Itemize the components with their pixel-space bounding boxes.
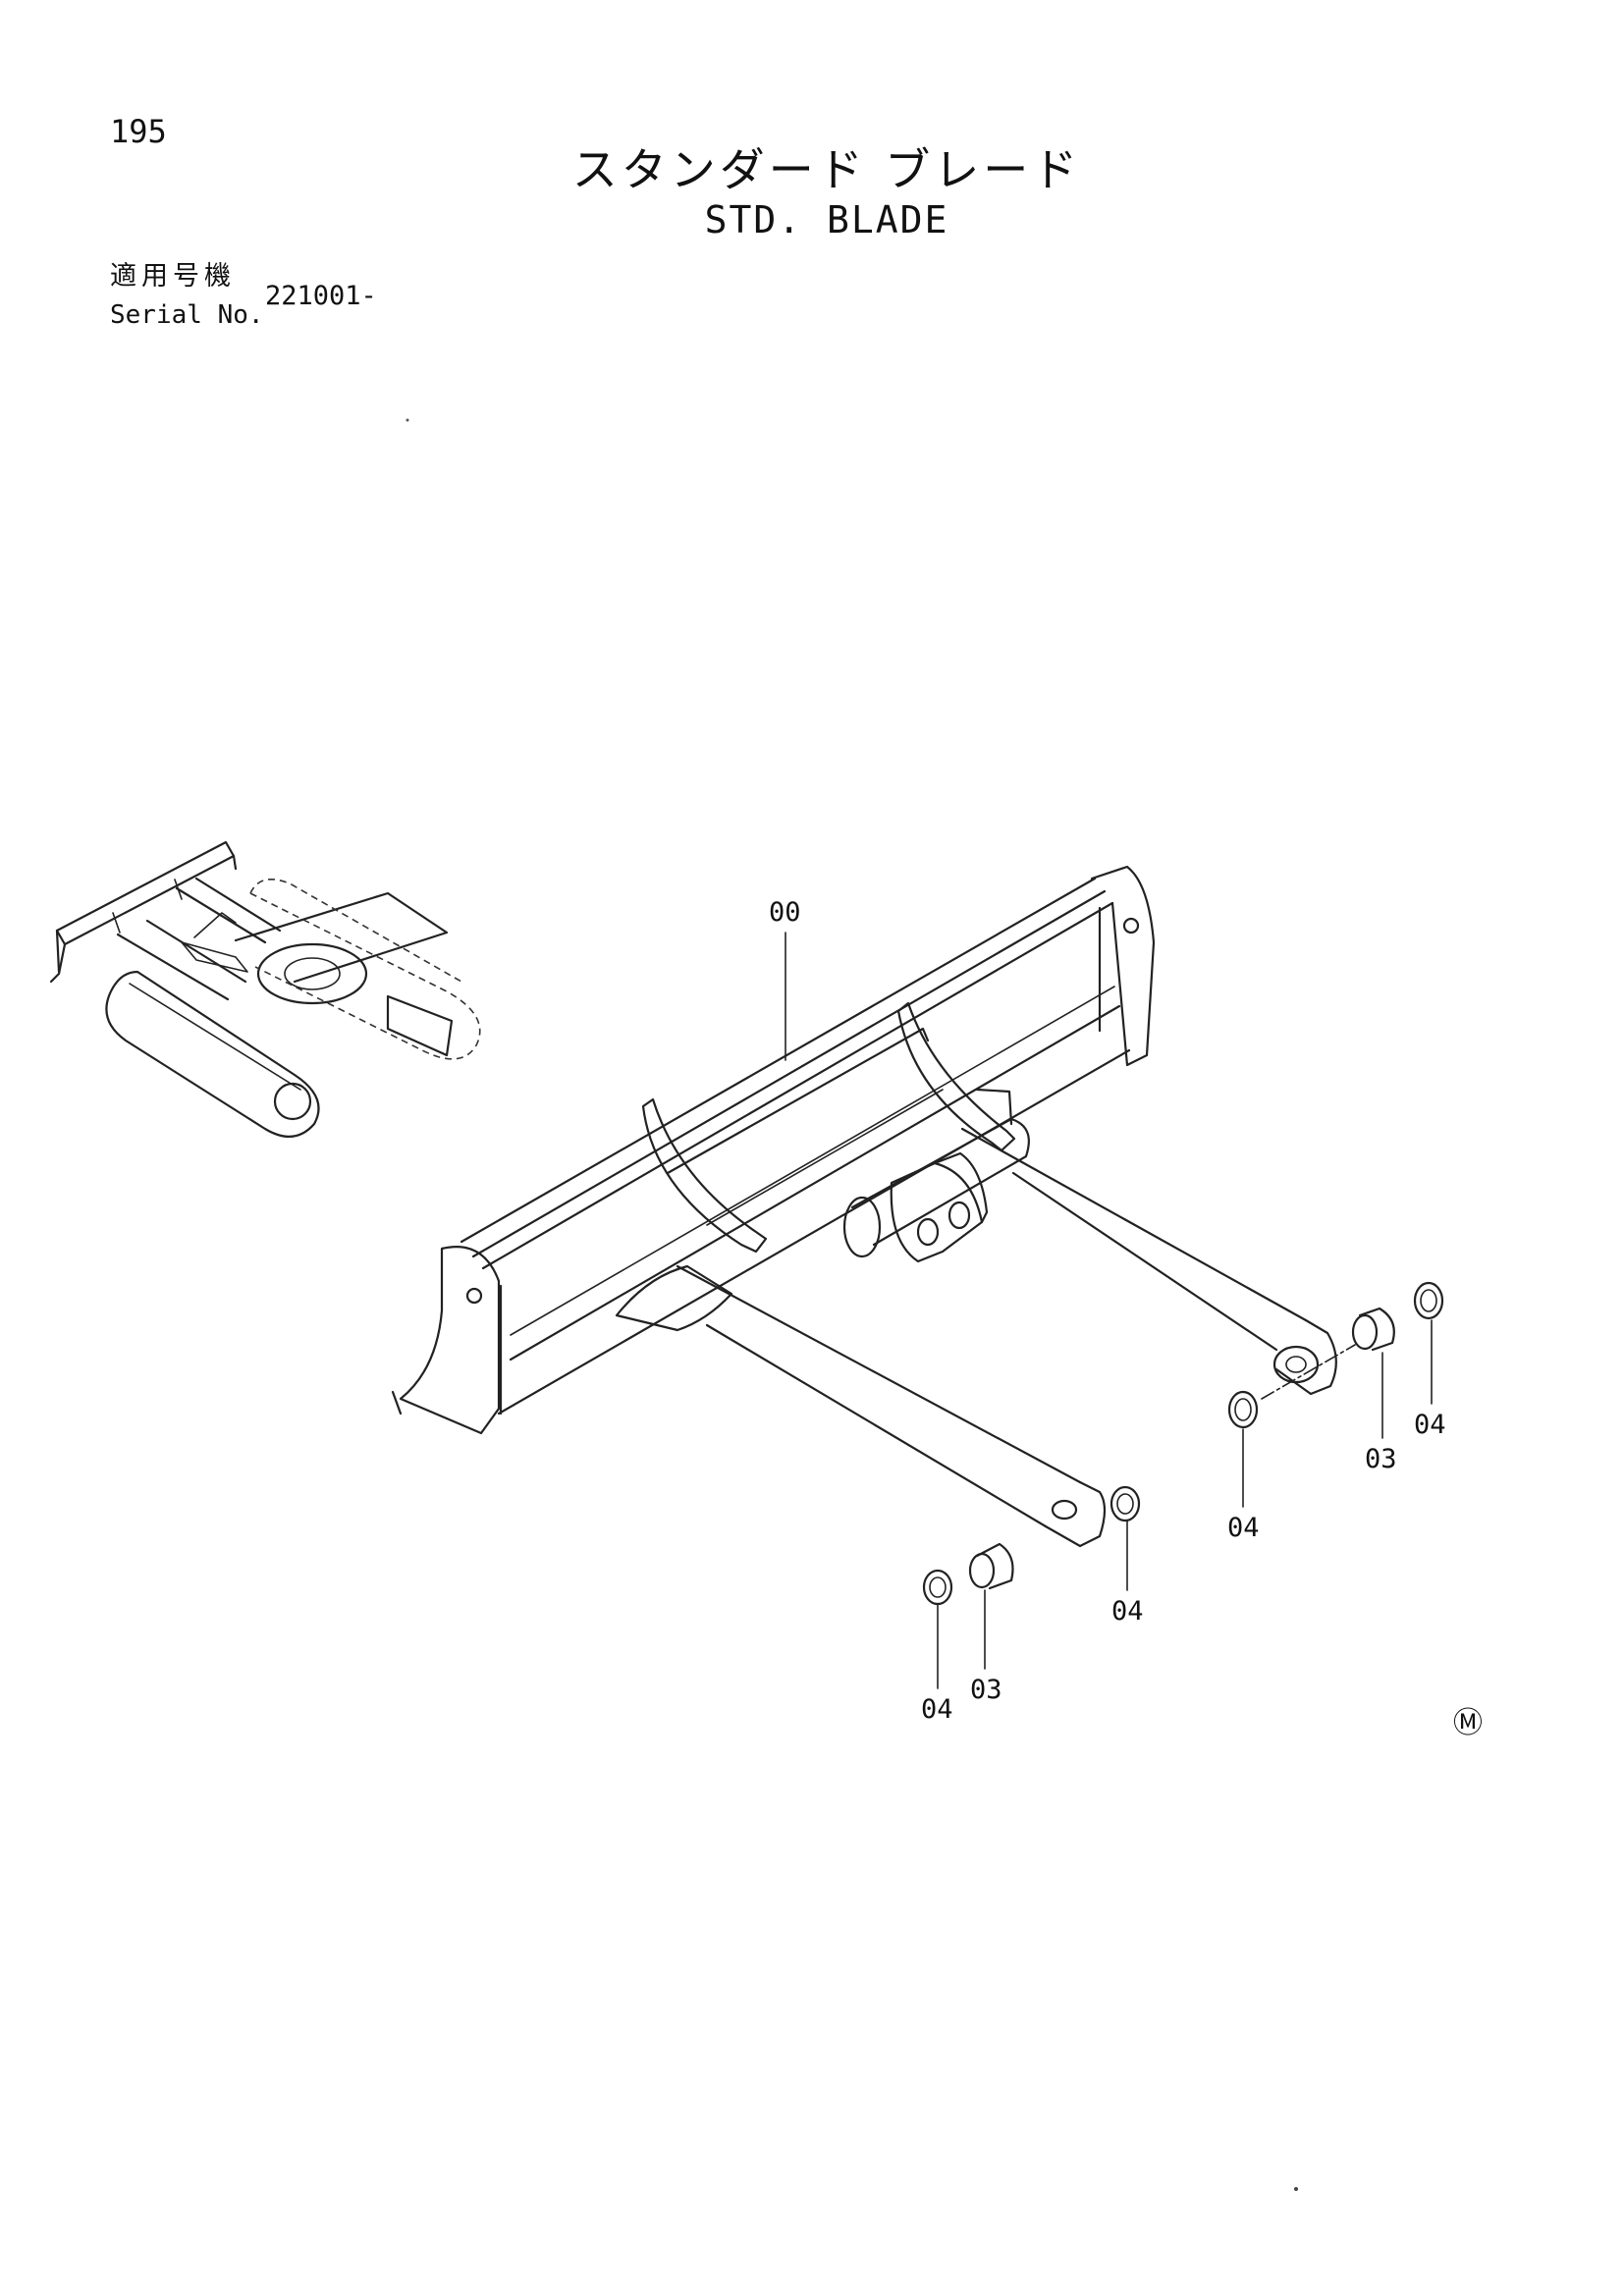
- left-pin-parts: [922, 1485, 1141, 1689]
- right-pin-parts: [1227, 1281, 1444, 1508]
- scan-speck: [406, 418, 409, 422]
- callout-left-ring-inner: 04: [921, 1694, 953, 1725]
- serial-label-english: Serial No.: [110, 300, 264, 330]
- title-english: STD. BLADE: [704, 198, 949, 241]
- title-japanese: スタンダード ブレード: [571, 143, 1082, 196]
- callout-right-bush: 03: [1365, 1444, 1397, 1474]
- excavator-inset-illustration: [49, 840, 481, 1138]
- callout-right-ring-outer: 04: [1414, 1410, 1446, 1440]
- serial-number-value: 221001-: [265, 281, 377, 311]
- serial-label-japanese: 適用号機: [110, 261, 236, 292]
- callout-right-ring-inner: 04: [1227, 1513, 1260, 1543]
- callout-left-bush: 03: [970, 1675, 1002, 1705]
- page-number: 195: [110, 113, 167, 150]
- callout-blade: 00: [769, 897, 801, 928]
- blade-assembly: [391, 865, 1337, 1548]
- m-mark: Ⓜ: [1453, 1706, 1483, 1740]
- callout-left-ring-outer: 04: [1111, 1596, 1144, 1627]
- scan-speck: [1294, 2187, 1298, 2191]
